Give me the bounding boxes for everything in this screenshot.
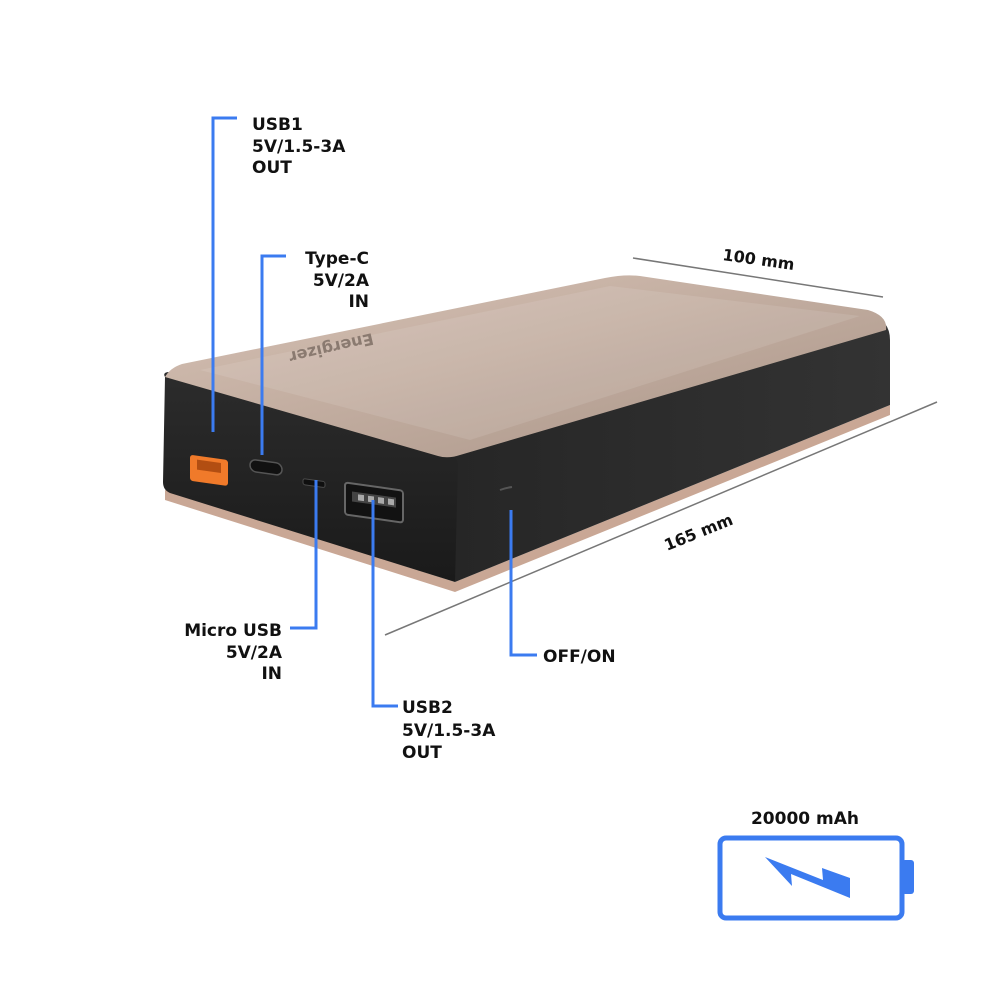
- type-c-rating: 5V/2A: [313, 271, 370, 291]
- label-usb1: USB1 5V/1.5-3A OUT: [252, 115, 346, 178]
- micro-usb-name: Micro USB: [184, 621, 282, 641]
- usb2-rating: 5V/1.5-3A: [402, 721, 496, 741]
- callout-power: [509, 510, 537, 657]
- width-label: 100 mm: [721, 245, 795, 274]
- usb1-port-tongue: [197, 459, 221, 474]
- micro-usb-direction: IN: [261, 664, 282, 684]
- label-micro-usb: Micro USB 5V/2A IN: [184, 621, 283, 684]
- side-panel: [450, 315, 890, 582]
- micro-usb-rating: 5V/2A: [226, 643, 283, 663]
- type-c-direction: IN: [348, 292, 369, 312]
- callout-usb2: [371, 500, 398, 708]
- power-bank: Energizer: [163, 275, 890, 592]
- callout-micro-usb: [290, 480, 318, 630]
- usb1-name: USB1: [252, 115, 303, 135]
- label-usb2: USB2 5V/1.5-3A OUT: [402, 698, 496, 763]
- usb1-direction: OUT: [252, 158, 292, 178]
- callout-type-c: [260, 254, 286, 455]
- micro-usb-port: [302, 478, 326, 488]
- callout-usb1: [211, 116, 237, 432]
- usb2-name: USB2: [402, 698, 453, 718]
- capacity-label: 20000 mAh: [751, 809, 859, 829]
- top-surface: [165, 275, 887, 458]
- power-button[interactable]: [499, 486, 513, 491]
- length-label: 165 mm: [661, 510, 735, 555]
- power-name: OFF/ON: [543, 647, 616, 667]
- usb1-port: [190, 455, 228, 486]
- battery-capacity: 20000 mAh: [717, 809, 914, 921]
- callout-lines: [211, 116, 537, 708]
- battery-charging-icon: [717, 835, 914, 921]
- length-line: [384, 401, 938, 636]
- type-c-name: Type-C: [305, 249, 369, 269]
- label-power: OFF/ON: [543, 647, 616, 667]
- usb2-direction: OUT: [402, 743, 442, 763]
- label-type-c: Type-C 5V/2A IN: [305, 249, 370, 312]
- bottom-trim: [165, 405, 890, 592]
- front-panel: [163, 372, 458, 582]
- top-highlight: [200, 286, 860, 440]
- usb1-rating: 5V/1.5-3A: [252, 137, 346, 157]
- width-line: [632, 257, 884, 298]
- type-c-port: [249, 459, 283, 476]
